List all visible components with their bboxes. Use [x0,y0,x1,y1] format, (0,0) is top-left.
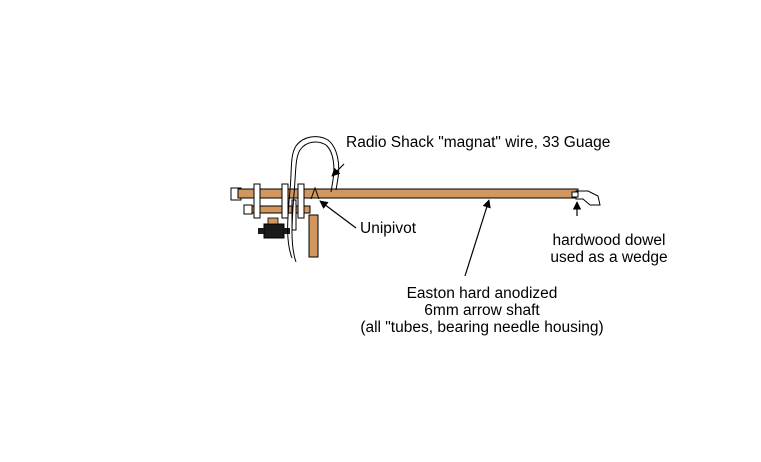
clamp-right [297,183,305,219]
magnet-wire [287,136,340,259]
magnet-wire-inner [291,141,335,263]
shaft-label-line1: Easton hard anodized [407,285,558,302]
lower-tube-end-cap [243,204,253,215]
shaft-leader-arrow [464,199,491,277]
wire-label: Radio Shack "magnat" wire, 33 Guage [346,134,610,151]
cartridge-block [263,223,285,239]
dowel-label-line2: used as a wedge [550,249,667,266]
hardwood-dowel-wedge [571,191,579,198]
shaft-label-line2: 6mm arrow shaft [424,302,540,319]
unipivot-label: Unipivot [360,220,417,237]
wire-leader-arrow [331,163,345,177]
clamp-left [253,183,261,219]
unipivot-needle [310,186,320,200]
dowel-label-line1: hardwood dowel [553,232,666,249]
headshell [575,190,601,206]
pivot-post [308,214,319,258]
shaft-label-line3: (all "tubes, bearing needle housing) [360,319,603,336]
cartridge-top [267,217,279,225]
unipivot-leader-arrow [319,200,357,229]
cartridge-pin-right [284,228,290,234]
clamp-middle [281,183,289,219]
cartridge-pin-left [258,228,264,234]
